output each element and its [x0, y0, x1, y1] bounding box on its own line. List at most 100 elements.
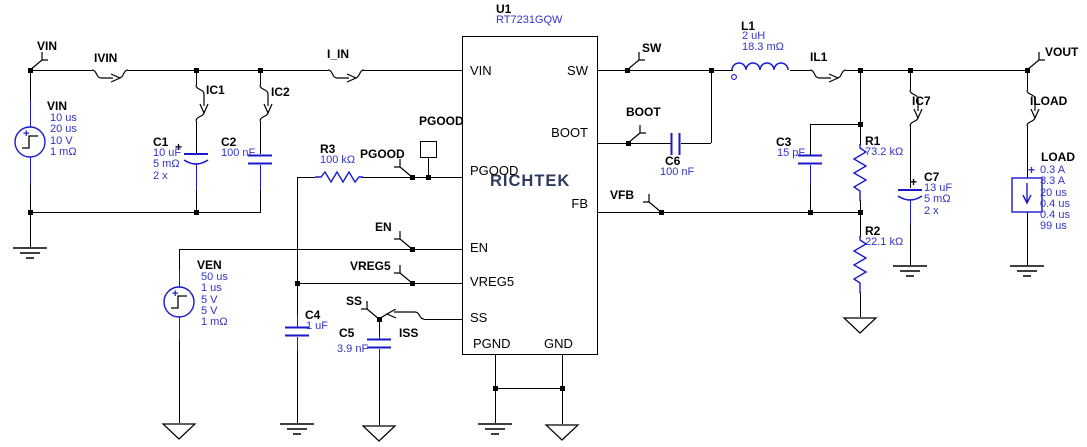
net-label-vfb: VFB: [610, 188, 634, 202]
probe-label-i-in: I_IN: [327, 47, 350, 61]
cap-c1-plus: +: [175, 140, 183, 154]
cap-c2-value: 100 nF: [221, 147, 256, 159]
wire: [910, 70, 912, 90]
ic-part-number: RT7231GQW: [496, 14, 563, 26]
source-load-ref: LOAD: [1041, 150, 1075, 164]
cap-c3-symbol[interactable]: [797, 154, 823, 165]
probe-label-ic1: IC1: [206, 83, 225, 97]
wire: [562, 353, 564, 388]
cap-c3-value: 15 pF: [777, 147, 806, 159]
junction-dot: [194, 68, 199, 73]
wire: [910, 200, 912, 225]
wire: [196, 121, 198, 154]
wire: [379, 349, 381, 360]
probe-label-ic2: IC2: [271, 85, 290, 99]
load-current-source-symbol[interactable]: [1010, 176, 1044, 214]
wire: [260, 121, 262, 154]
wire: [260, 190, 262, 212]
wire: [846, 70, 1027, 72]
current-probe-ic7[interactable]: [909, 90, 924, 126]
resistor-r2-symbol[interactable]: [851, 236, 869, 293]
current-probe-ic2[interactable]: [259, 85, 274, 121]
probe-label-ic7: IC7: [912, 94, 931, 108]
pin-label-vreg5: VREG5: [470, 274, 515, 289]
source-ven-ref: VEN: [197, 258, 222, 272]
wire: [30, 185, 32, 212]
ground-triangle-icon: [161, 423, 197, 440]
junction-dot: [709, 68, 714, 73]
cap-c3-ref: C3: [776, 135, 792, 149]
cap-c7-plus: +: [910, 175, 918, 189]
wire: [260, 165, 262, 190]
wire: [379, 335, 381, 339]
net-label-boot: BOOT: [626, 105, 661, 119]
pin-label-en: EN: [470, 240, 489, 255]
current-probe-ic1[interactable]: [195, 85, 210, 121]
resistor-r3-symbol[interactable]: [315, 169, 363, 186]
pgood-terminal[interactable]: [420, 141, 437, 158]
ground-triangle-icon: [361, 425, 397, 442]
wire: [596, 70, 711, 72]
wire: [297, 283, 299, 315]
wire: [379, 360, 381, 425]
probe-label-ivin: IVIN: [94, 51, 118, 65]
res-r3-ref: R3: [320, 142, 336, 156]
wire: [596, 212, 860, 214]
wire: [424, 319, 462, 321]
wire: [711, 70, 733, 72]
net-label-vreg5: VREG5: [350, 259, 391, 273]
wire: [260, 70, 328, 72]
wire: [860, 200, 862, 237]
resistor-r1-symbol[interactable]: [851, 144, 869, 201]
current-probe-i-in[interactable]: [328, 69, 364, 84]
ground-earth-icon: [1010, 265, 1044, 277]
wire: [30, 70, 92, 72]
pin-label-gnd: GND: [544, 336, 573, 351]
junction-dot: [410, 175, 415, 180]
ground-earth-icon: [280, 423, 314, 435]
net-label-vout: VOUT: [1045, 45, 1079, 59]
ven-source-symbol[interactable]: +: [162, 285, 196, 319]
junction-dot: [426, 175, 431, 180]
wire: [495, 388, 497, 423]
ground-triangle-icon: [544, 424, 580, 441]
junction-dot: [659, 210, 664, 215]
cap-c2-ref: C2: [221, 135, 237, 149]
inductor-l1-symbol[interactable]: [729, 56, 791, 82]
wire: [562, 388, 564, 424]
current-probe-iss[interactable]: [379, 309, 424, 321]
wire: [179, 249, 462, 251]
junction-dot: [493, 386, 498, 391]
junction-dot: [858, 210, 863, 215]
pin-label-ss: SS: [470, 310, 488, 325]
current-probe-iload[interactable]: [1026, 90, 1041, 126]
cap-c5-symbol[interactable]: [366, 338, 392, 349]
wire: [681, 143, 711, 145]
vin-source-symbol[interactable]: +: [13, 125, 47, 159]
junction-dot: [625, 68, 630, 73]
cap-c6-symbol[interactable]: [670, 131, 681, 157]
wire: [297, 315, 299, 327]
current-probe-il1[interactable]: [810, 69, 846, 84]
cap-c7-symbol[interactable]: [896, 188, 924, 204]
net-label-sw: SW: [642, 41, 662, 55]
cap-c4-value: 1 uF: [306, 320, 329, 332]
net-label-ss: SS: [346, 294, 363, 308]
cap-c4-symbol[interactable]: [284, 326, 310, 337]
wire: [196, 164, 198, 190]
pin-label-sw: SW: [567, 63, 588, 78]
cap-c1-symbol[interactable]: [182, 152, 210, 168]
wire: [30, 100, 32, 127]
current-probe-ivin[interactable]: [92, 69, 128, 84]
wire: [910, 225, 912, 265]
wire: [260, 70, 262, 85]
vin-source-plus: +: [23, 128, 29, 140]
ic-u1-body[interactable]: [462, 36, 598, 355]
res-r2-value: 22.1 kΩ: [865, 236, 904, 248]
junction-dot: [1025, 68, 1030, 73]
inductor-pin-marker: [731, 74, 737, 80]
cap-c2-symbol[interactable]: [247, 154, 273, 165]
